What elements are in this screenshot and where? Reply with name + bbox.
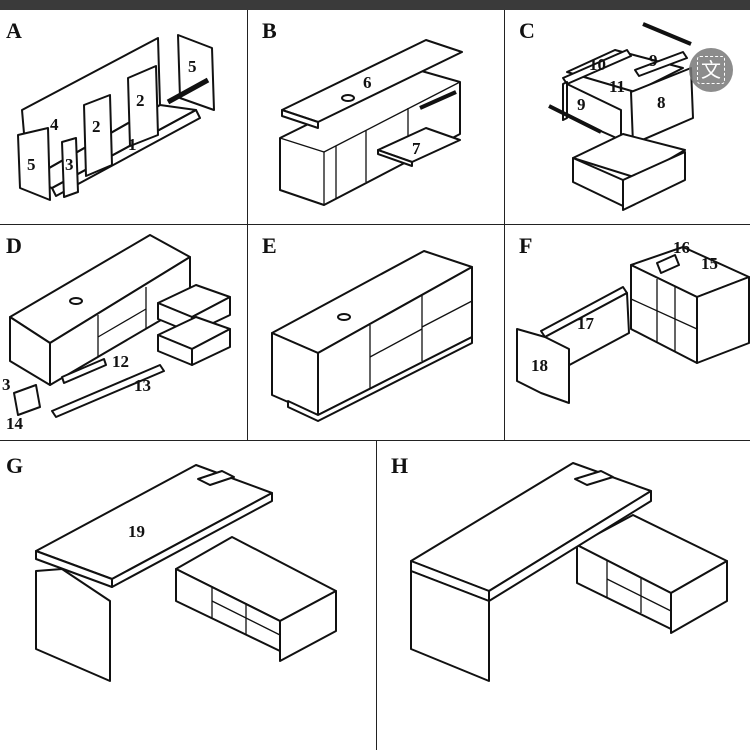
step-h-panel: H <box>377 441 750 750</box>
part-label: 5 <box>188 57 197 76</box>
step-a-panel: A 1 2 2 3 4 5 5 <box>0 10 247 224</box>
step-f-illustration: 16 15 17 18 <box>516 238 750 404</box>
part-label: 4 <box>50 115 59 134</box>
part-label: 5 <box>27 155 36 174</box>
step-g-illustration: 19 <box>35 464 337 682</box>
divider-h2 <box>0 440 750 441</box>
part-label: 9 <box>649 51 658 70</box>
step-e-panel: E <box>248 225 504 440</box>
translate-button[interactable]: 文 <box>689 48 733 92</box>
divider-v1 <box>247 10 248 440</box>
step-f-panel: F 16 15 17 18 <box>505 225 750 440</box>
translate-icon: 文 <box>697 56 725 84</box>
part-label: 1 <box>128 135 137 154</box>
step-b-panel: B 6 7 <box>248 10 504 224</box>
divider-v2 <box>504 10 505 440</box>
step-e-illustration <box>271 250 473 422</box>
part-label: 10 <box>589 55 606 74</box>
step-c-illustration: 10 9 11 9 8 <box>548 22 694 211</box>
step-d-illustration: 3 12 13 14 <box>2 234 231 433</box>
step-letter: F <box>519 233 533 258</box>
divider-h1 <box>0 224 750 225</box>
part-label: 2 <box>136 91 145 110</box>
part-label: 11 <box>609 77 625 96</box>
step-letter: A <box>6 18 22 43</box>
step-d-panel: D 3 12 13 14 <box>0 225 247 440</box>
step-letter: D <box>6 233 22 258</box>
top-bar <box>0 0 750 10</box>
part-label: 16 <box>673 238 690 257</box>
part-label: 2 <box>92 117 101 136</box>
step-letter: C <box>519 18 535 43</box>
step-a-illustration: 1 2 2 3 4 5 5 <box>17 34 215 201</box>
part-label: 7 <box>412 139 421 158</box>
step-c-panel: C 10 9 11 9 8 <box>505 10 750 224</box>
divider-v3 <box>376 440 377 750</box>
part-label: 3 <box>65 155 74 174</box>
step-g-panel: G 19 <box>0 441 376 750</box>
step-letter: B <box>262 18 277 43</box>
part-label: 17 <box>577 314 595 333</box>
part-label: 6 <box>363 73 372 92</box>
step-letter: E <box>262 233 277 258</box>
part-label: 13 <box>134 376 151 395</box>
part-label: 14 <box>6 414 24 433</box>
part-label: 19 <box>128 522 145 541</box>
part-label: 8 <box>657 93 666 112</box>
step-h-illustration <box>410 462 728 682</box>
part-label: 3 <box>2 375 11 394</box>
step-b-illustration: 6 7 <box>279 39 463 206</box>
step-letter: G <box>6 453 24 478</box>
part-label: 9 <box>577 95 586 114</box>
part-label: 15 <box>701 254 718 273</box>
step-letter: H <box>391 453 409 478</box>
part-label: 18 <box>531 356 548 375</box>
part-label: 12 <box>112 352 129 371</box>
